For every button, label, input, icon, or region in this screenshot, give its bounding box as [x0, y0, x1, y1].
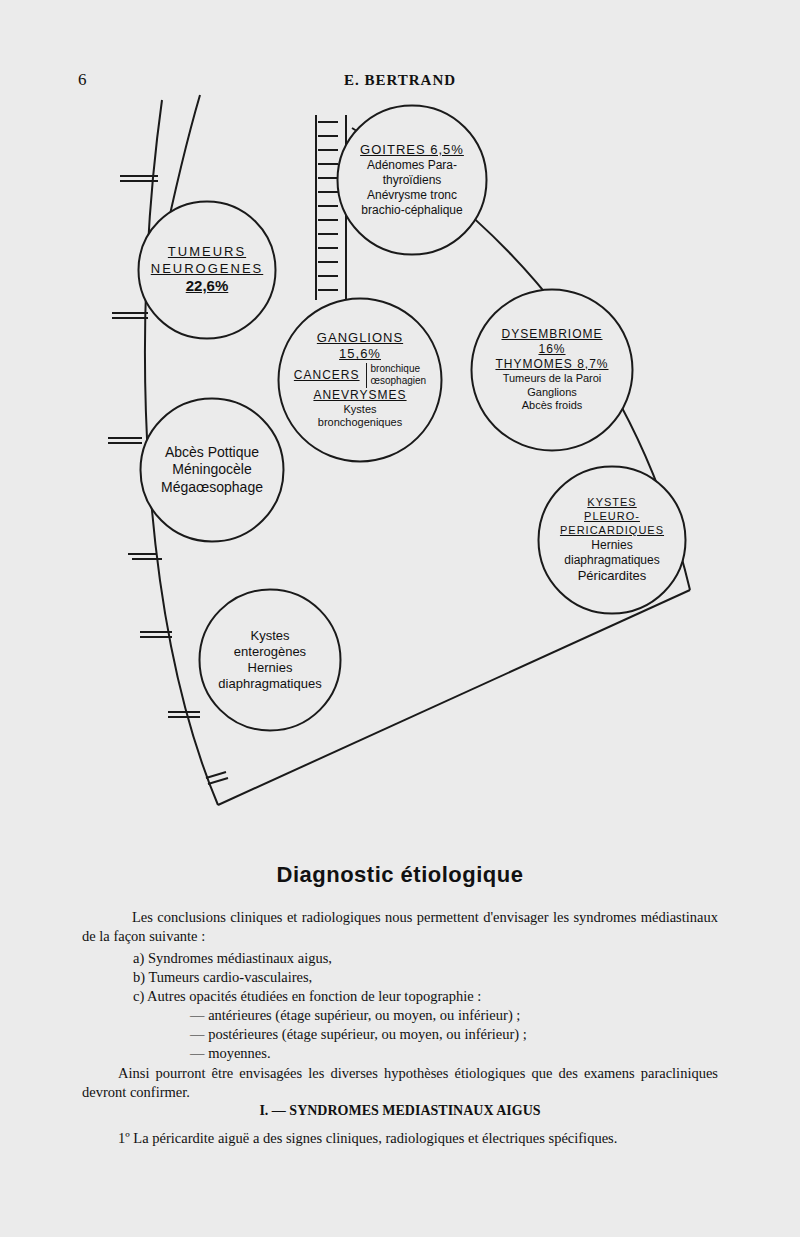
circle-heading: GOITRES 6,5% [360, 142, 464, 158]
topic-circle: DYSEMBRIOME 16%THYMOMES 8,7%Tumeurs de l… [470, 288, 634, 452]
circle-text: Anévrysme tronc brachio-céphalique [359, 188, 465, 218]
running-head: E. BERTRAND [0, 72, 800, 89]
body-text: — postérieures (étage supérieur, ou moye… [190, 1026, 718, 1043]
bracket-list: bronchiqueœsophagien [366, 363, 427, 388]
circle-heading: TUMEURS NEUROGENES [151, 244, 263, 277]
body-text: c) Autres opacités étudiées en fonction … [133, 988, 718, 1005]
circle-heading: Kystes enterogènes [220, 628, 321, 661]
topic-circle: GOITRES 6,5%Adénomes Para-thyroïdiensAné… [336, 104, 488, 256]
circle-text: ANEVRYSMES [313, 388, 406, 403]
circle-text: 22,6% [186, 277, 229, 296]
body-text: — antérieures (étage supérieur, ou moyen… [190, 1007, 718, 1024]
circle-content: KYSTES PLEURO-PERICARDIQUESHernies diaph… [560, 496, 665, 584]
trachea-line [315, 115, 317, 300]
circle-content: GOITRES 6,5%Adénomes Para-thyroïdiensAné… [359, 142, 465, 218]
bracket-group: CANCERS bronchiqueœsophagien [294, 363, 426, 388]
circle-heading: Abcès Pottique [165, 444, 259, 462]
circle-text: CANCERS [294, 368, 360, 383]
body-text: — moyennes. [190, 1045, 718, 1062]
body-text: b) Tumeurs cardio-vasculaires, [133, 969, 718, 986]
subsection-heading: I. — SYNDROMES MEDIASTINAUX AIGUS [0, 1103, 800, 1119]
circle-text: Kystes bronchogeniques [302, 403, 418, 431]
circle-text: bronchique [371, 363, 420, 376]
body-text: Ainsi pourront être envisagées les diver… [82, 1064, 718, 1102]
circle-text: Ganglions [527, 386, 577, 400]
circle-text: Hernies diaphragmatiques [560, 538, 665, 568]
circle-text: Mégaœsophage [161, 479, 263, 497]
circle-content: Kystes enterogènesHernies diaphragmatiqu… [220, 628, 321, 693]
circle-text: Hernies diaphragmatiques [218, 660, 321, 693]
circle-heading: GANGLIONS 15,6% [302, 330, 418, 363]
circle-content: GANGLIONS 15,6%CANCERSbronchiqueœsophagi… [302, 330, 418, 430]
topic-circle: Kystes enterogènesHernies diaphragmatiqu… [198, 588, 342, 732]
body-text: Les conclusions cliniques et radiologiqu… [82, 908, 718, 946]
circle-text: œsophagien [371, 375, 427, 388]
page-number: 6 [78, 70, 108, 90]
circle-heading: KYSTES PLEURO-PERICARDIQUES [560, 496, 665, 537]
circle-text: Méningocèle [172, 461, 251, 479]
circle-text: Péricardites [578, 568, 647, 584]
circle-text: Tumeurs de la Paroi [503, 372, 602, 386]
circle-text: Abcès froids [522, 399, 583, 413]
topic-circle: GANGLIONS 15,6% CANCERS bronchiqueœsophagi… [277, 297, 443, 463]
body-text: a) Syndromes médiastinaux aigus, [133, 950, 718, 967]
topic-circle: Abcès PottiqueMéningocèleMégaœsophage [139, 397, 285, 543]
circle-content: DYSEMBRIOME 16%THYMOMES 8,7%Tumeurs de l… [495, 327, 610, 413]
body-text: 1º La péricardite aiguë a des signes cli… [118, 1129, 736, 1148]
circle-text: Adénomes Para-thyroïdiens [359, 158, 465, 188]
circle-content: Abcès PottiqueMéningocèleMégaœsophage [161, 444, 263, 497]
section-heading: Diagnostic étiologique [0, 862, 800, 888]
topic-circle: TUMEURS NEUROGENES22,6% [137, 200, 277, 340]
circle-text: THYMOMES 8,7% [495, 357, 608, 372]
circle-content: TUMEURS NEUROGENES22,6% [158, 244, 256, 295]
topic-circle: KYSTES PLEURO-PERICARDIQUESHernies diaph… [537, 465, 687, 615]
circle-heading: DYSEMBRIOME 16% [495, 327, 610, 357]
